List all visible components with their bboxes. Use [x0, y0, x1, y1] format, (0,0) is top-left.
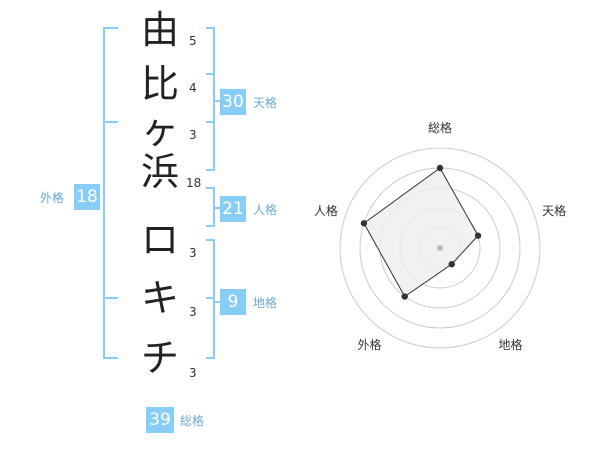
radar-point-3	[448, 260, 455, 268]
gaikaku-value: 18	[74, 184, 100, 210]
stroke-count-1: 5	[189, 34, 197, 48]
name-char-3: ヶ	[140, 108, 179, 152]
radar-point-5	[360, 220, 368, 227]
radar-point-2	[474, 232, 482, 239]
name-char-5: ロ	[140, 218, 179, 262]
stroke-count-3: 3	[189, 128, 197, 142]
stroke-count-2: 4	[189, 81, 197, 95]
stroke-count-5: 3	[189, 246, 197, 260]
radar-axis-label-2: 天格	[542, 203, 566, 218]
jinkaku-label: 人格	[253, 203, 278, 217]
chikaku-label: 地格	[253, 296, 278, 310]
radar-axis-label-3: 地格	[499, 337, 523, 352]
name-char-1: 由	[140, 8, 179, 52]
stroke-count-6: 3	[189, 305, 197, 319]
radar-point-4	[401, 293, 408, 300]
radar-axis-label-1: 総格	[428, 120, 452, 135]
radar-grid-ring	[339, 147, 541, 349]
radar-point-1	[436, 164, 444, 172]
tenkaku-label: 天格	[253, 96, 278, 110]
name-char-7: チ	[140, 336, 179, 380]
stroke-count-4: 18	[186, 176, 202, 190]
name-char-6: キ	[140, 276, 179, 320]
name-char-2: 比	[140, 62, 179, 106]
radar-center-dot	[437, 245, 443, 251]
radar-axis-label-4: 外格	[357, 337, 381, 352]
stroke-count-7: 3	[189, 366, 197, 380]
chikaku-value: 9	[220, 289, 246, 315]
radar-axis-label-5: 人格	[314, 203, 338, 218]
gaikaku-label: 外格	[40, 191, 65, 205]
radar-series-area	[363, 167, 479, 298]
jinkaku-value: 21	[220, 196, 246, 222]
soukaku-label: 総格	[180, 414, 205, 428]
soukaku-value: 39	[146, 407, 174, 433]
tenkaku-value: 30	[220, 89, 246, 115]
name-char-4: 浜	[140, 150, 179, 194]
